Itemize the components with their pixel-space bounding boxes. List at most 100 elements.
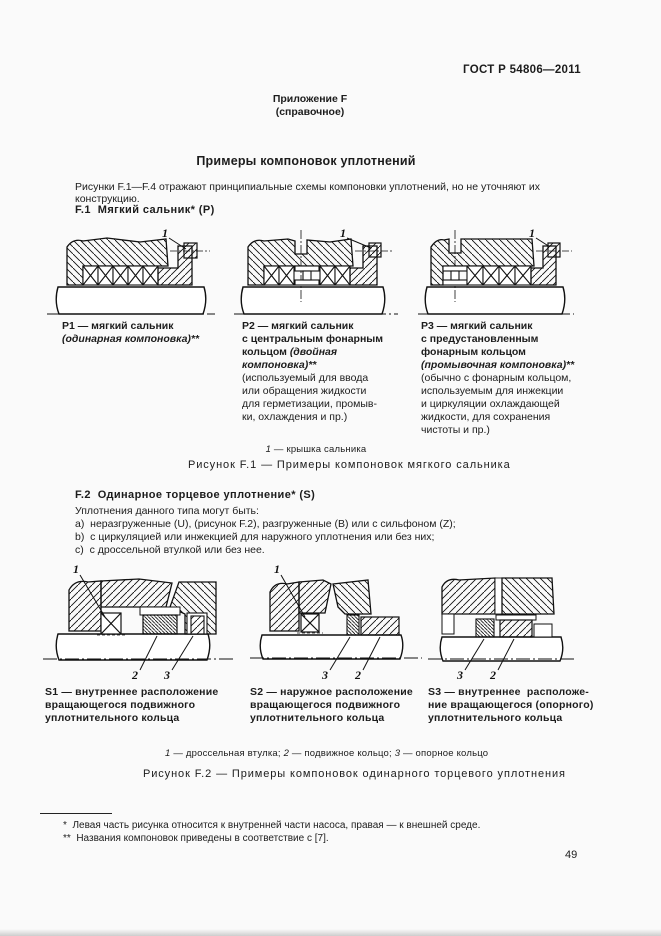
shaft [240,286,386,315]
diagram-p2: 1 [232,226,400,320]
gland-cap [547,242,561,258]
label-3: 3 [321,668,328,681]
rotating-ring [142,614,178,635]
label-2: 2 [489,668,496,681]
section-f2-heading: F.2 Одинарное торцевое уплотнение* (S) [75,489,316,501]
rotating-ring [499,619,533,638]
diagram-p3-svg: 1 [418,226,574,315]
f2-list-item-b: b) с циркуляцией или инжекцией для наруж… [75,531,435,544]
shaft [439,636,564,662]
label-1: 1 [73,562,79,576]
seat-ring [346,614,360,636]
housing-left [441,577,496,615]
figure-f1-caption: Рисунок F.1 — Примеры компоновок мягкого… [188,459,511,471]
caption-s1: S1 — внутреннее расположение вращающегос… [45,686,219,724]
intro-paragraph: Рисунки F.1—F.4 отражают принципиальные … [75,181,540,205]
figure-f2-legend: 1 — дроссельная втулка; 2 — подвижное ко… [165,748,489,759]
housing [430,238,535,286]
footnote-rule [40,813,112,814]
page-title: Примеры компоновок уплотнений [196,154,416,168]
gland-cap [183,242,198,259]
ring-holder [495,614,537,621]
leader-1 [346,237,372,249]
bushing [533,623,553,638]
gland [332,579,372,615]
caption-p3: P3 — мягкий сальник с предустановленным … [421,320,575,436]
page-number: 49 [565,849,578,861]
leader-3 [464,638,485,671]
diagram-s3: 3 2 [428,557,613,681]
leader-1 [280,574,306,618]
lantern-ring [442,265,468,286]
section-f1-heading: F.1 Мягкий сальник* (P) [75,204,215,216]
figure-f2-caption: Рисунок F.2 — Примеры компоновок одинарн… [143,768,566,780]
label-1: 1 [340,226,346,240]
diagram-p1: 1 [45,226,217,320]
diagram-s3-svg: 3 2 [428,577,576,681]
rotating-ring [360,616,400,636]
diagram-s1-svg: 1 2 3 [43,562,233,681]
leader-1 [535,237,551,248]
label-3: 3 [163,668,170,681]
leader-2 [362,636,381,671]
footnote-1: * Левая часть рисунка относится к внутре… [63,820,481,831]
diagram-s1: 1 2 3 [43,557,235,681]
label-2: 2 [131,668,138,681]
throttle-bushing [300,613,320,633]
housing-top [298,579,332,614]
shaft [259,634,404,660]
caption-p2: P2 — мягкий сальник с центральным фонарн… [242,320,384,423]
throttle-bushing [100,612,122,635]
lantern-ring [294,265,320,286]
housing-slot [494,577,503,615]
label-2: 2 [354,668,361,681]
caption-p1: P1 — мягкий сальник (одинарная компоновк… [62,320,200,345]
leader-2 [497,638,515,671]
housing-right [501,577,555,615]
shaft [55,286,207,315]
housing [66,237,169,286]
page-bottom-shadow [0,929,661,936]
diagram-p3: 1 [416,226,576,320]
leader-2 [139,635,158,671]
gland-cap [368,242,382,258]
caption-s2: S2 — наружное расположение вращающегося … [250,686,413,724]
sleeve [139,606,181,616]
leader-3 [171,635,194,671]
seat-ring [190,615,205,635]
f2-lead: Уплотнения данного типа могут быть: [75,505,259,517]
housing-left [269,581,300,632]
label-3: 3 [456,668,463,681]
f2-list-item-c: c) с дроссельной втулкой или без нее. [75,544,265,557]
seat-ring [475,618,495,638]
label-1: 1 [162,226,168,240]
footnotes: * Левая часть рисунка относится к внутре… [63,819,588,845]
doc-code: ГОСТ Р 54806—2011 [463,64,581,76]
leader-3 [329,636,351,671]
housing-wall-lower [441,613,455,635]
f2-list-item-a: a) неразгруженные (U), (рисунок F.2), ра… [75,518,456,530]
packing-rings [263,265,351,286]
label-1: 1 [529,226,535,240]
housing-left [68,580,102,632]
shaft [424,286,566,315]
f2-list: a) неразгруженные (U), (рисунок F.2), ра… [75,518,456,558]
shaft [55,633,211,661]
diagram-s2-svg: 1 3 2 [250,562,422,681]
housing-top [100,578,173,608]
annex-kind: (справочное) [275,106,345,118]
diagram-p1-svg: 1 [47,226,215,315]
annex-heading: Приложение F (справочное) [240,93,380,119]
figure-f1-legend: 1 — крышка сальника [265,444,367,455]
leader-1 [168,237,187,250]
leader-1 [79,574,106,618]
caption-s3: S3 — внутреннее расположе- ние вращающег… [428,686,594,724]
label-1: 1 [274,562,280,576]
packing-rings [82,265,159,286]
diagram-s2: 1 3 2 [250,557,430,681]
packing-rings [466,265,532,286]
diagram-p2-svg: 1 [234,226,398,315]
housing [247,238,354,286]
footnote-2: ** Названия компоновок приведены в соотв… [63,833,329,844]
